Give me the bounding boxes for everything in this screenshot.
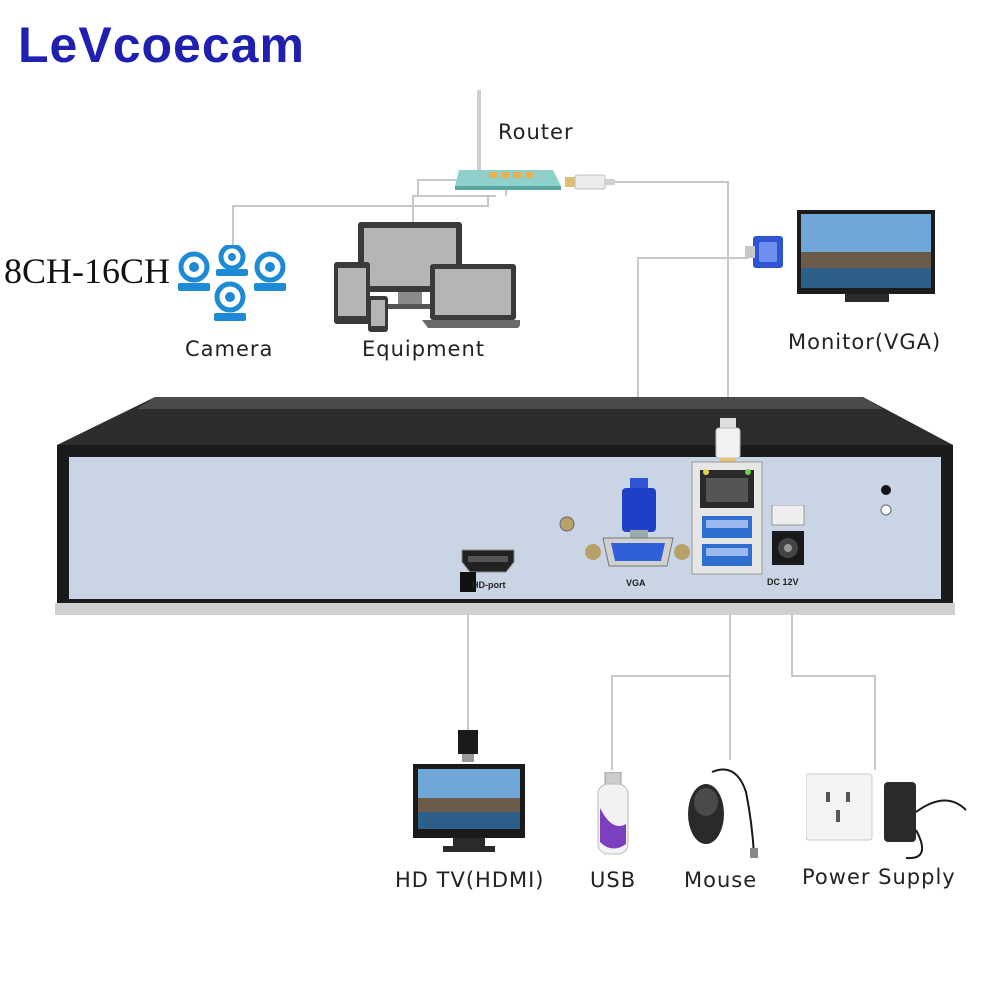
mouse-icon [686, 762, 762, 858]
hdmi-port [460, 548, 516, 574]
equipment-label: Equipment [362, 337, 485, 361]
power-supply-icon [805, 770, 976, 860]
mouse-label: Mouse [684, 868, 758, 892]
channel-count-label: 8CH-16CH [4, 251, 171, 291]
camera-label: Camera [185, 337, 274, 361]
hdmi-plug-icon [458, 570, 478, 594]
camera-icon [172, 243, 292, 327]
dc-port-label: DC 12V [767, 577, 799, 587]
hdmi-cable-plug-icon [455, 728, 481, 764]
monitor-label: Monitor(VGA) [788, 330, 942, 354]
lan-usb-port-block [690, 460, 765, 575]
usb-stick-icon [590, 771, 635, 857]
vga-port [585, 532, 690, 572]
ethernet-plug-icon [565, 174, 615, 190]
usb-label: USB [590, 868, 637, 892]
router-label: Router [498, 120, 574, 144]
ethernet-cable-plug-icon [712, 418, 744, 466]
status-led-icon [876, 482, 896, 522]
nvr-device [55, 395, 955, 615]
vga-port-label: VGA [626, 578, 646, 588]
monitor-icon [745, 208, 940, 308]
brand-logo-text: LeVcoecam [18, 17, 305, 73]
router-icon [455, 90, 565, 200]
hdtv-icon [413, 764, 525, 856]
equipment-icon [330, 220, 524, 335]
power-supply-label: Power Supply [802, 865, 956, 889]
hdmi-port-label: HD-port [472, 580, 506, 590]
ground-screw-icon [558, 515, 576, 533]
dc-power-jack [766, 504, 810, 575]
vga-plug-icon [620, 478, 658, 540]
hdtv-label: HD TV(HDMI) [395, 868, 545, 892]
